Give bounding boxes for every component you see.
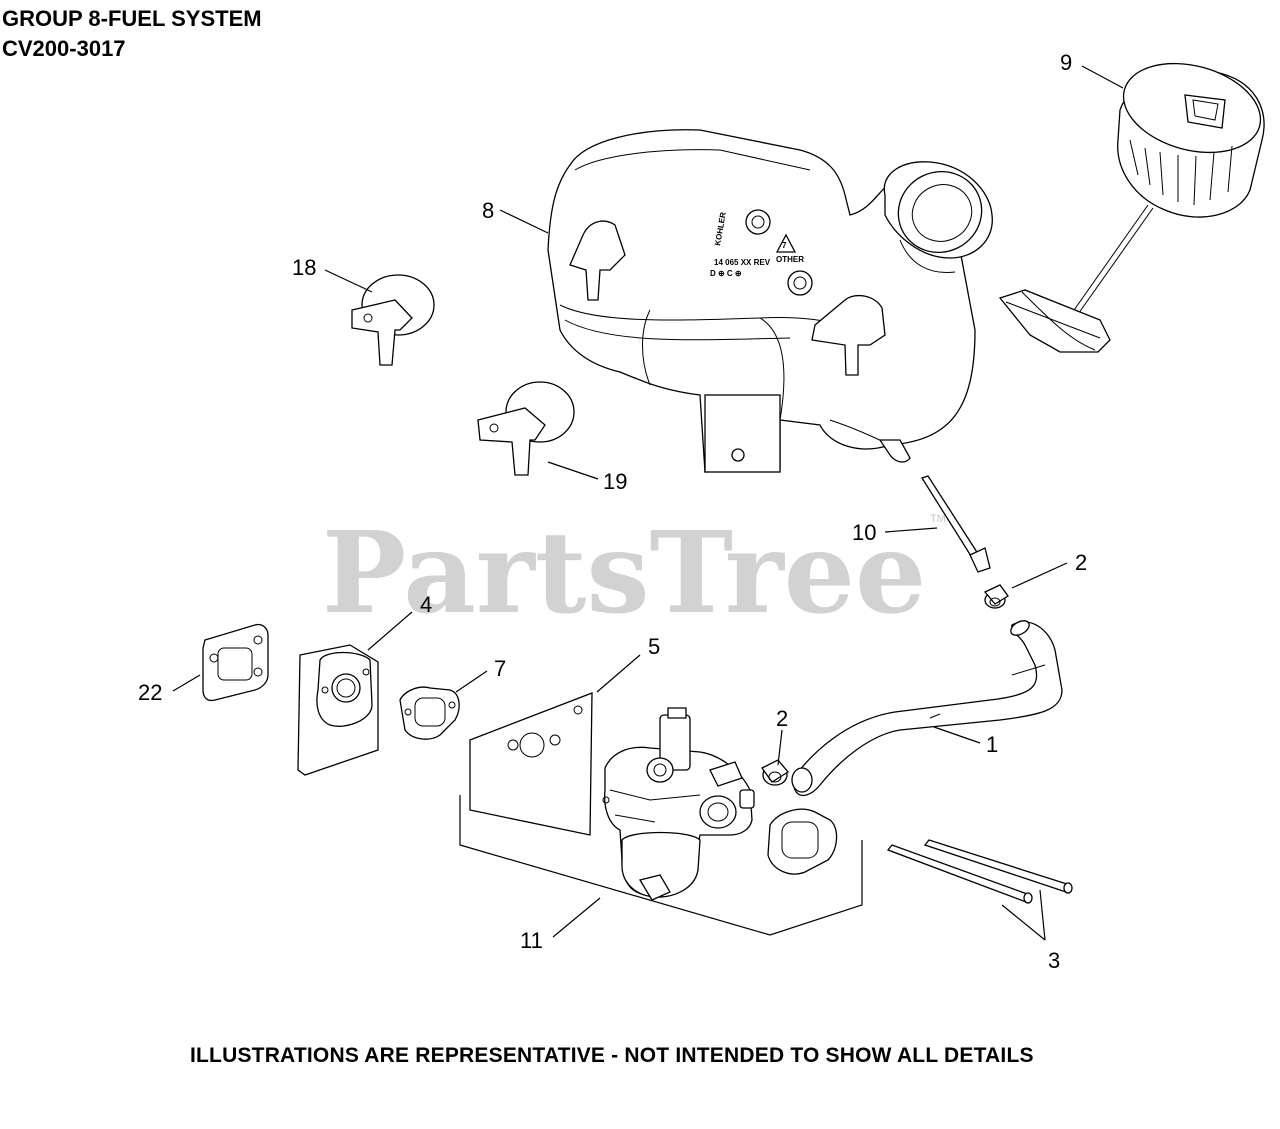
- tank-recycle-number: 7: [782, 241, 787, 250]
- fuel-cap-part-9[interactable]: [998, 49, 1270, 353]
- leader-lines: [172, 65, 1124, 941]
- tank-date-codes: D ⊕ C ⊕: [710, 269, 742, 278]
- gasket-part-7[interactable]: [399, 686, 460, 740]
- callout-4: 4: [420, 592, 432, 617]
- tank-part-number: 14 065 XX REV: [714, 258, 771, 267]
- callout-2-lower: 2: [776, 706, 788, 731]
- plate-part-5[interactable]: [469, 692, 593, 836]
- stud-part-10[interactable]: [921, 475, 991, 573]
- callout-19: 19: [603, 469, 627, 494]
- callout-9: 9: [1060, 50, 1072, 75]
- callout-22: 22: [138, 680, 162, 705]
- fuel-line-part-1[interactable]: [791, 618, 1063, 797]
- carburetor-part-11[interactable]: [459, 707, 863, 936]
- studs-part-3[interactable]: [886, 839, 1073, 904]
- callout-10: 10: [852, 520, 876, 545]
- watermark-trademark: TM: [930, 513, 946, 525]
- callout-18: 18: [292, 255, 316, 280]
- group-title: GROUP 8-FUEL SYSTEM: [2, 6, 262, 31]
- mount-part-19[interactable]: [477, 381, 575, 476]
- fuel-tank-part-8[interactable]: KOHLER 7 OTHER 14 065 XX REV D ⊕ C ⊕: [547, 129, 995, 473]
- model-number: CV200-3017: [2, 36, 126, 61]
- hose-clamp-part-2-lower[interactable]: [761, 759, 789, 786]
- callout-5: 5: [648, 634, 660, 659]
- callout-8: 8: [482, 198, 494, 223]
- spacer-part-4[interactable]: [297, 644, 379, 776]
- callout-2-upper: 2: [1075, 550, 1087, 575]
- tank-recycle-text: OTHER: [776, 255, 804, 264]
- callout-1: 1: [986, 732, 998, 757]
- watermark: PartsTree: [322, 508, 926, 639]
- callout-11: 11: [520, 928, 543, 953]
- gasket-part-22[interactable]: [202, 623, 269, 702]
- hose-clamp-part-2-upper[interactable]: [983, 584, 1009, 609]
- callout-3: 3: [1048, 948, 1060, 973]
- disclaimer-footer: ILLUSTRATIONS ARE REPRESENTATIVE - NOT I…: [190, 1044, 1034, 1067]
- mount-part-18[interactable]: [351, 274, 435, 366]
- callout-7: 7: [494, 656, 506, 681]
